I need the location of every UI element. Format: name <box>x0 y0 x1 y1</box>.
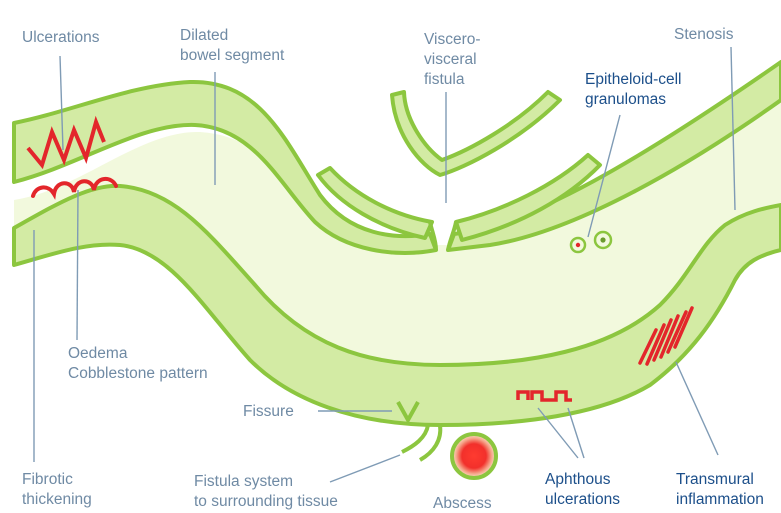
granuloma-1-core <box>576 243 580 247</box>
label-viscero-visceral-fistula: Viscero- visceral fistula <box>424 30 481 90</box>
leader-fistula-system <box>330 455 400 482</box>
fistula-tract <box>402 425 440 460</box>
label-abscess: Abscess <box>433 494 492 513</box>
label-transmural-inflammation: Transmural inflammation <box>676 470 764 510</box>
label-aphthous-ulcerations: Aphthous ulcerations <box>545 470 620 510</box>
leader-transmural <box>676 362 718 455</box>
upper-loop-outer-wall <box>392 92 560 175</box>
label-fibrotic-thickening: Fibrotic thickening <box>22 470 92 510</box>
label-stenosis: Stenosis <box>674 25 733 45</box>
label-dilated-bowel-segment: Dilated bowel segment <box>180 26 284 66</box>
label-fissure: Fissure <box>243 402 294 422</box>
abscess-circle <box>452 434 496 478</box>
leader-aphthous-2 <box>568 408 584 458</box>
label-epitheloid-cell-granulomas: Epitheloid-cell granulomas <box>585 70 682 110</box>
leader-oedema <box>77 190 78 340</box>
granuloma-2-core <box>600 237 605 242</box>
label-fistula-system: Fistula system to surrounding tissue <box>194 472 338 512</box>
label-oedema-cobblestone: Oedema Cobblestone pattern <box>68 344 208 384</box>
label-ulcerations: Ulcerations <box>22 28 100 48</box>
